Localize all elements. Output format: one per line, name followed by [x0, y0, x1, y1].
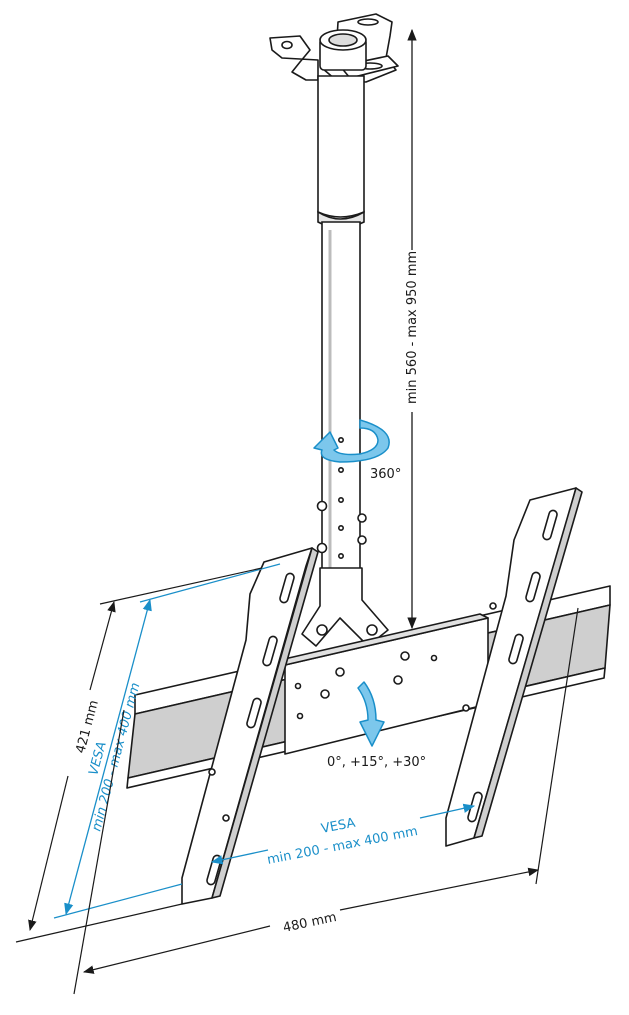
left-vertical-arm — [181, 547, 319, 905]
vesa-vertical-dimension — [53, 563, 281, 919]
extension-pole — [316, 75, 367, 573]
height-dimension — [15, 567, 263, 943]
swivel-arrow-icon — [313, 419, 390, 463]
vesa-horizontal-title: VESA — [320, 816, 357, 837]
width-label: 480 mm — [282, 910, 338, 936]
pole-bracket-yoke — [301, 567, 389, 647]
swivel-label: 360° — [370, 467, 401, 482]
vesa-horizontal-dimension — [210, 803, 476, 865]
right-vertical-arm — [445, 487, 583, 847]
pole-height-label: min 560 - max 950 mm — [405, 251, 420, 404]
tilt-arrow-icon — [357, 681, 385, 747]
tilt-label: 0°, +15°, +30° — [327, 755, 426, 770]
ceiling-plate — [269, 13, 399, 83]
width-dimension — [73, 607, 579, 995]
tilt-plate — [279, 613, 489, 755]
